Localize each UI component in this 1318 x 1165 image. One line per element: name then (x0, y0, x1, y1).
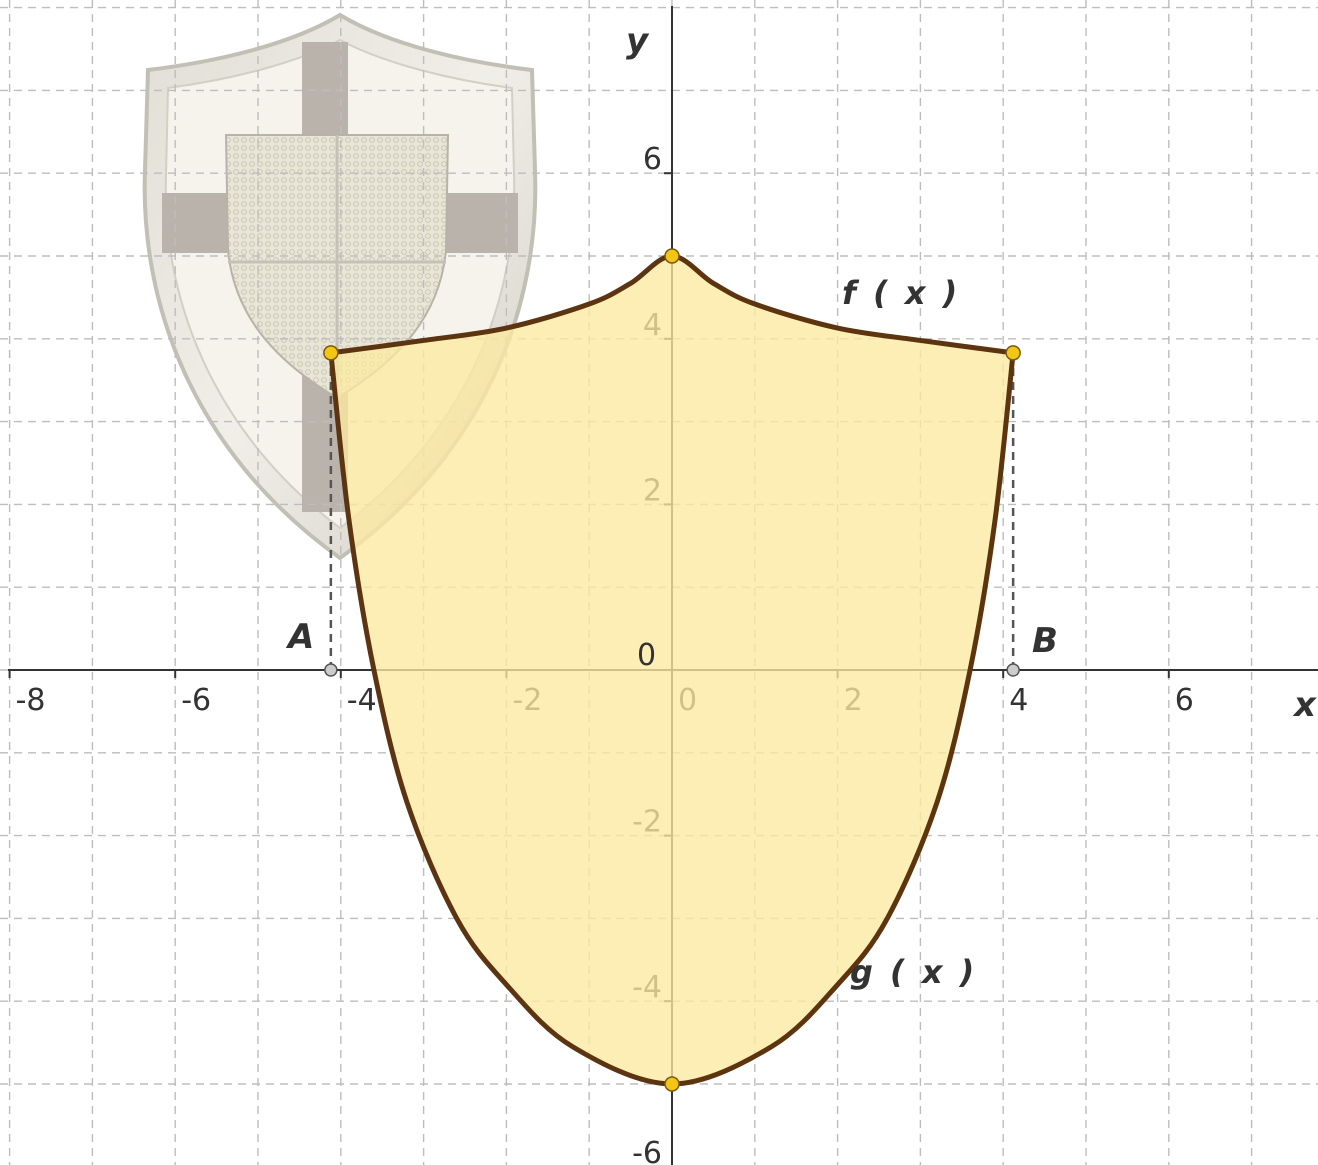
g-curve-label: g ( x ) (850, 953, 977, 991)
vertex-point (323, 345, 339, 361)
x-tick-label: -8 (16, 683, 46, 718)
y-axis-label: y (626, 21, 650, 61)
vertex-point (664, 1076, 680, 1092)
vertex-point (664, 248, 680, 264)
origin-label: 0 (637, 638, 656, 673)
dropdown-lines (329, 352, 1015, 670)
shaded-region (330, 256, 1014, 1084)
point-B (1006, 663, 1020, 677)
point-A-label: A (285, 617, 314, 657)
x-tick-label: 4 (1009, 683, 1028, 718)
y-tick-label: -6 (632, 1136, 662, 1165)
points (323, 248, 1021, 1092)
vertex-point (1005, 345, 1021, 361)
f-curve-label: f ( x ) (842, 274, 960, 312)
shaded-region-layer (330, 256, 1014, 1084)
x-axis-label: x (1292, 685, 1317, 725)
x-tick-label: 6 (1175, 683, 1194, 718)
point-B-label: B (1032, 621, 1058, 661)
point-A (324, 663, 338, 677)
y-tick-label: 6 (643, 142, 662, 177)
x-tick-label: -6 (181, 683, 211, 718)
x-tick-label: -4 (347, 683, 377, 718)
